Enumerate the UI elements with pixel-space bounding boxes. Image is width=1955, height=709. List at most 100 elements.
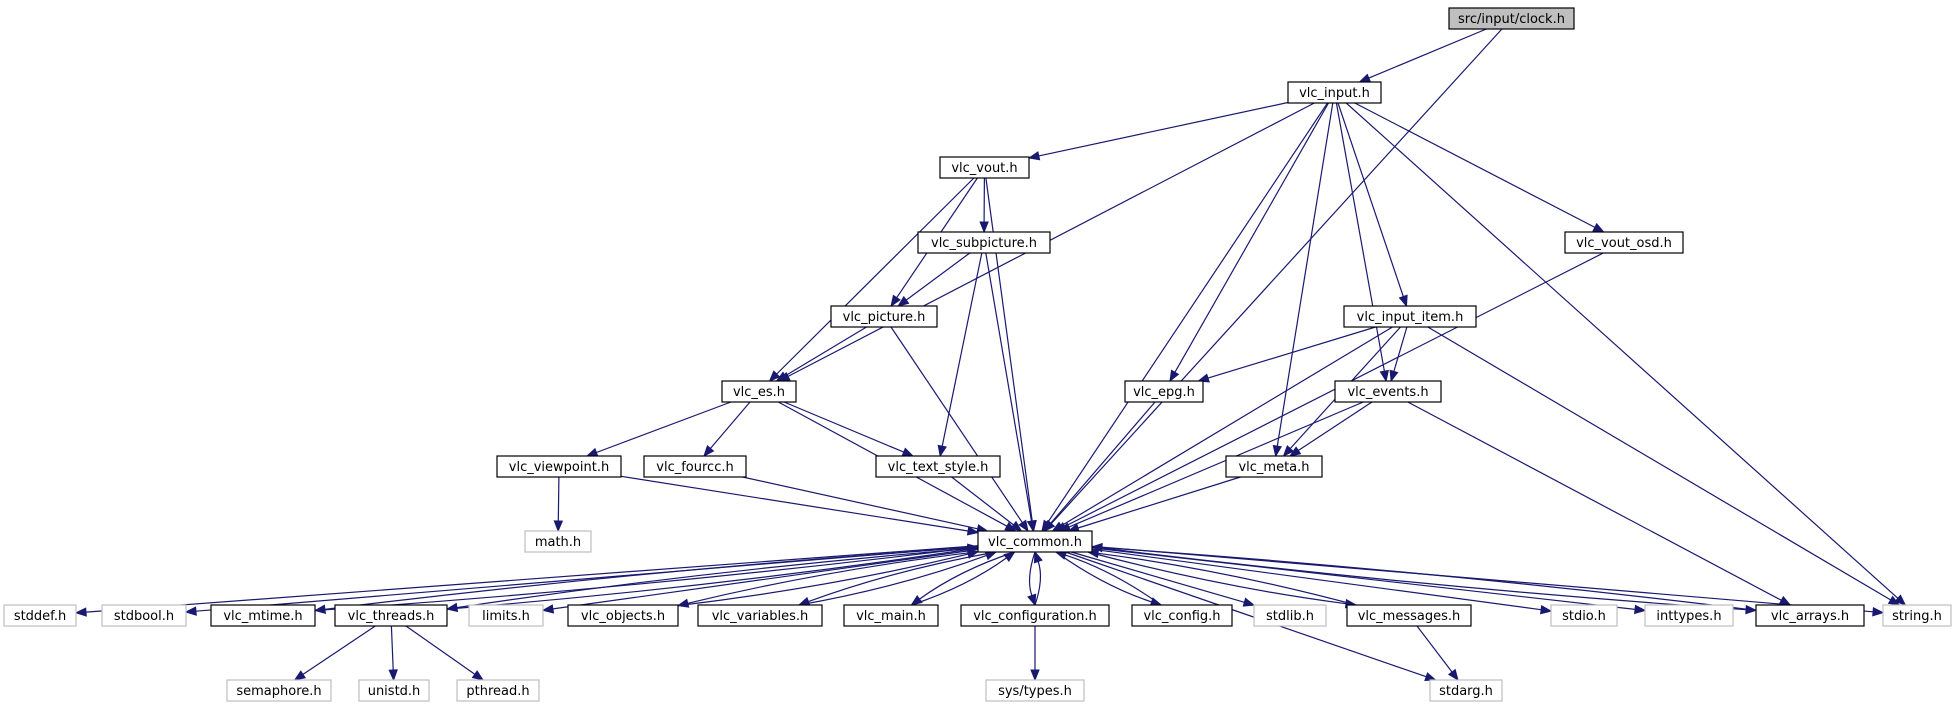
node-semaphore: semaphore.h — [226, 679, 332, 702]
node-vlc-mtime[interactable]: vlc_mtime.h — [210, 604, 316, 627]
node-label: stdlib.h — [1266, 609, 1314, 624]
node-vlc-viewpoint[interactable]: vlc_viewpoint.h — [496, 455, 622, 478]
edge-vlc_common-to-stdio — [1091, 548, 1542, 611]
node-box — [977, 530, 1093, 553]
node-vlc-text-style[interactable]: vlc_text_style.h — [875, 455, 1001, 478]
edge-vlc_input_item-to-vlc_events — [1393, 326, 1408, 372]
edge-vlc_common-to-vlc_arrays — [1091, 546, 1747, 611]
node-label: string.h — [1892, 609, 1942, 624]
node-vlc-messages[interactable]: vlc_messages.h — [1346, 604, 1472, 627]
edge-vlc_objects-to-vlc_common — [677, 553, 969, 607]
node-label: vlc_viewpoint.h — [509, 460, 609, 475]
node-box — [1882, 604, 1952, 627]
edge-vlc_picture-to-vlc_es — [784, 326, 867, 377]
node-box — [960, 604, 1110, 627]
node-label: inttypes.h — [1656, 609, 1721, 624]
arrowhead-vlc_epg-to-vlc_common — [1043, 519, 1055, 533]
node-label: vlc_messages.h — [1358, 609, 1461, 624]
node-box — [875, 455, 1001, 478]
node-vlc-events[interactable]: vlc_events.h — [1334, 380, 1442, 403]
node-vlc-picture[interactable]: vlc_picture.h — [830, 305, 938, 328]
node-box — [917, 231, 1051, 254]
node-label: vlc_threads.h — [348, 609, 435, 624]
edge-vlc_main-to-vlc_common — [911, 557, 1007, 606]
edge-vlc_common-to-vlc_main — [919, 551, 1015, 600]
node-label: vlc_objects.h — [581, 609, 665, 624]
node-vlc-variables[interactable]: vlc_variables.h — [697, 604, 823, 627]
node-box — [496, 455, 622, 478]
node-label: vlc_arrays.h — [1771, 609, 1849, 624]
edge-vlc_configuration-to-vlc_common — [1034, 561, 1042, 606]
node-label: stddef.h — [14, 609, 66, 624]
node-vlc-input[interactable]: vlc_input.h — [1287, 81, 1382, 104]
edge-vlc_picture-to-vlc_common — [890, 326, 1023, 524]
node-vlc-vout[interactable]: vlc_vout.h — [939, 156, 1030, 179]
arrowhead-vlc_subpicture-to-vlc_text_style — [937, 444, 947, 458]
edge-vlc_common-to-vlc_objects — [687, 551, 979, 604]
arrowhead-vlc_vout-to-vlc_picture — [890, 294, 901, 308]
arrowhead-vlc_viewpoint-to-vlc_common — [966, 526, 980, 536]
node-vlc-vout-osd[interactable]: vlc_vout_osd.h — [1564, 231, 1684, 254]
node-box — [721, 380, 797, 403]
node-stddef: stddef.h — [3, 604, 77, 627]
edge-vlc_input-to-string — [1345, 102, 1899, 599]
node-box — [1644, 604, 1734, 627]
edge-clock-to-vlc_input — [1368, 28, 1487, 79]
node-box — [939, 156, 1030, 179]
node-label: src/input/clock.h — [1458, 12, 1565, 27]
node-clock[interactable]: src/input/clock.h — [1448, 7, 1575, 30]
edge-vlc_viewpoint-to-vlc_common — [620, 475, 969, 532]
arrowhead-vlc_messages-to-vlc_common — [1086, 548, 1100, 559]
edge-vlc_common-to-stddef — [85, 545, 979, 613]
node-box — [1346, 604, 1472, 627]
edge-vlc_variables-to-vlc_common — [798, 554, 987, 606]
node-stdbool: stdbool.h — [101, 604, 187, 627]
node-label: vlc_vout_osd.h — [1576, 236, 1672, 251]
node-box — [1343, 305, 1477, 328]
node-vlc-input-item[interactable]: vlc_input_item.h — [1343, 305, 1477, 328]
node-box — [697, 604, 823, 627]
node-vlc-subpicture[interactable]: vlc_subpicture.h — [917, 231, 1051, 254]
node-label: semaphore.h — [236, 684, 321, 699]
arrowhead-vlc_subpicture-to-vlc_picture — [897, 295, 910, 307]
node-vlc-arrays[interactable]: vlc_arrays.h — [1755, 604, 1865, 627]
node-vlc-fourcc[interactable]: vlc_fourcc.h — [643, 455, 747, 478]
node-vlc-configuration[interactable]: vlc_configuration.h — [960, 604, 1110, 627]
edge-vlc_threads-to-pthread — [405, 625, 476, 675]
arrowhead-vlc_text_style-to-vlc_common — [1010, 520, 1023, 532]
node-label: unistd.h — [368, 684, 421, 699]
arrowhead-vlc_input_item-to-string — [1887, 595, 1901, 606]
node-vlc-epg[interactable]: vlc_epg.h — [1124, 380, 1204, 403]
node-box — [985, 679, 1085, 702]
node-box — [1550, 604, 1618, 627]
edge-vlc_input_item-to-string — [1427, 326, 1891, 601]
node-string: string.h — [1882, 604, 1952, 627]
arrowhead-vlc_common-to-vlc_objects — [676, 598, 690, 608]
node-vlc-threads[interactable]: vlc_threads.h — [334, 604, 448, 627]
node-box — [1124, 380, 1204, 403]
edge-vlc_input-to-vlc_meta — [1276, 102, 1334, 447]
arrowhead-vlc_input-to-vlc_meta — [1272, 444, 1283, 458]
arrowhead-vlc_subpicture-to-vlc_common — [1026, 519, 1037, 533]
edge-vlc_common-to-stdarg — [1065, 551, 1427, 678]
edge-vlc_messages-to-vlc_common — [1097, 552, 1357, 606]
node-vlc-objects[interactable]: vlc_objects.h — [567, 604, 679, 627]
node-label: vlc_text_style.h — [888, 460, 989, 475]
node-box — [3, 604, 77, 627]
edge-vlc_threads-to-semaphore — [302, 625, 376, 675]
edge-vlc_text_style-to-vlc_common — [951, 476, 1014, 526]
edge-vlc_vout-to-vlc_es — [776, 177, 975, 375]
edge-vlc_input-to-vlc_es — [787, 102, 1315, 377]
node-vlc-es[interactable]: vlc_es.h — [721, 380, 797, 403]
arrowhead-vlc_viewpoint-to-math — [553, 520, 564, 533]
node-unistd: unistd.h — [358, 679, 430, 702]
node-vlc-main[interactable]: vlc_main.h — [843, 604, 939, 627]
node-label: vlc_meta.h — [1238, 460, 1309, 475]
node-box — [1564, 231, 1684, 254]
node-vlc-meta[interactable]: vlc_meta.h — [1225, 455, 1323, 478]
edge-vlc_es-to-vlc_text_style — [783, 401, 904, 453]
edge-vlc_common-to-vlc_configuration — [1028, 551, 1036, 596]
node-vlc-config[interactable]: vlc_config.h — [1131, 604, 1233, 627]
node-vlc-common[interactable]: vlc_common.h — [977, 530, 1093, 553]
